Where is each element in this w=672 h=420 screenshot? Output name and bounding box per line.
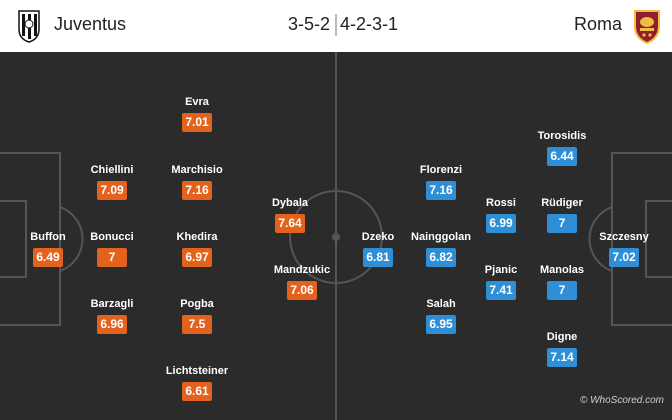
player-name: Dybala [271, 197, 309, 209]
player-name: Khedira [176, 231, 218, 243]
away-player-pjanic[interactable]: Pjanic 7.41 [466, 263, 536, 300]
player-rating: 6.97 [182, 248, 212, 267]
player-rating: 7.09 [97, 181, 127, 200]
home-player-bonucci[interactable]: Bonucci 7 [77, 230, 147, 267]
home-formation: 3-5-2 [287, 14, 330, 34]
juventus-crest-icon [18, 10, 40, 43]
away-player-digne[interactable]: Digne 7.14 [527, 330, 597, 367]
away-player-salah[interactable]: Salah 6.95 [406, 297, 476, 334]
home-player-khedira[interactable]: Khedira 6.97 [162, 230, 232, 267]
home-player-chiellini[interactable]: Chiellini 7.09 [77, 163, 147, 200]
player-rating: 7.5 [182, 315, 212, 334]
player-rating: 7.06 [287, 281, 317, 300]
home-player-pogba[interactable]: Pogba 7.5 [162, 297, 232, 334]
away-player-florenzi[interactable]: Florenzi 7.16 [406, 163, 476, 200]
player-rating: 6.81 [363, 248, 393, 267]
player-rating: 6.61 [182, 382, 212, 401]
away-team-name: Roma [573, 14, 622, 34]
player-rating: 6.95 [426, 315, 456, 334]
home-team-name: Juventus [54, 14, 127, 34]
player-rating: 7.16 [182, 181, 212, 200]
home-player-barzagli[interactable]: Barzagli 6.96 [77, 297, 147, 334]
player-name: Rüdiger [541, 197, 583, 209]
player-rating: 7.01 [182, 113, 212, 132]
away-player-manolas[interactable]: Manolas 7 [527, 263, 597, 300]
formation-divider [335, 14, 337, 36]
player-rating: 6.99 [486, 214, 516, 233]
player-rating: 7 [547, 281, 577, 300]
player-name: Szczesny [599, 231, 649, 243]
player-rating: 7.02 [609, 248, 639, 267]
player-rating: 6.49 [33, 248, 63, 267]
roma-crest-icon [634, 10, 660, 44]
player-rating: 6.82 [426, 248, 456, 267]
player-rating: 7 [97, 248, 127, 267]
player-name: Florenzi [419, 164, 463, 176]
player-rating: 7.14 [547, 348, 577, 367]
player-name: Evra [185, 96, 209, 108]
player-name: Torosidis [537, 130, 587, 142]
pitch-lines [0, 52, 672, 420]
away-player-szczesny[interactable]: Szczesny 7.02 [589, 230, 659, 267]
whoscored-credit: © WhoScored.com [579, 395, 664, 406]
home-player-marchisio[interactable]: Marchisio 7.16 [162, 163, 232, 200]
player-name: Nainggolan [411, 231, 471, 243]
player-name: Dzeko [361, 231, 395, 243]
player-name: Lichtsteiner [165, 365, 229, 377]
player-name: Bonucci [90, 231, 134, 243]
player-name: Digne [546, 331, 578, 343]
player-name: Buffon [30, 231, 66, 243]
away-formation: 4-2-3-1 [340, 14, 399, 34]
away-player-dzeko[interactable]: Dzeko 6.81 [343, 230, 413, 267]
player-name: Barzagli [90, 298, 134, 310]
player-rating: 6.44 [547, 147, 577, 166]
player-name: Pjanic [484, 264, 518, 276]
player-name: Chiellini [90, 164, 134, 176]
player-name: Pogba [180, 298, 214, 310]
away-player-rudiger[interactable]: Rüdiger 7 [527, 196, 597, 233]
player-name: Mandzukic [273, 264, 331, 276]
player-rating: 7.41 [486, 281, 516, 300]
player-name: Rossi [486, 197, 516, 209]
home-player-mandzukic[interactable]: Mandzukic 7.06 [267, 263, 337, 300]
away-player-rossi[interactable]: Rossi 6.99 [466, 196, 536, 233]
player-rating: 7 [547, 214, 577, 233]
away-player-nainggolan[interactable]: Nainggolan 6.82 [406, 230, 476, 267]
player-rating: 7.64 [275, 214, 305, 233]
player-name: Manolas [539, 264, 584, 276]
player-rating: 6.96 [97, 315, 127, 334]
home-player-lichtsteiner[interactable]: Lichtsteiner 6.61 [162, 364, 232, 401]
match-header: Juventus 3-5-2 4-2-3-1 Roma [0, 0, 672, 52]
player-name: Salah [426, 298, 456, 310]
player-rating: 7.16 [426, 181, 456, 200]
player-name: Marchisio [171, 164, 223, 176]
away-player-torosidis[interactable]: Torosidis 6.44 [527, 129, 597, 166]
home-player-evra[interactable]: Evra 7.01 [162, 95, 232, 132]
home-player-dybala[interactable]: Dybala 7.64 [255, 196, 325, 233]
home-player-buffon[interactable]: Buffon 6.49 [13, 230, 83, 267]
